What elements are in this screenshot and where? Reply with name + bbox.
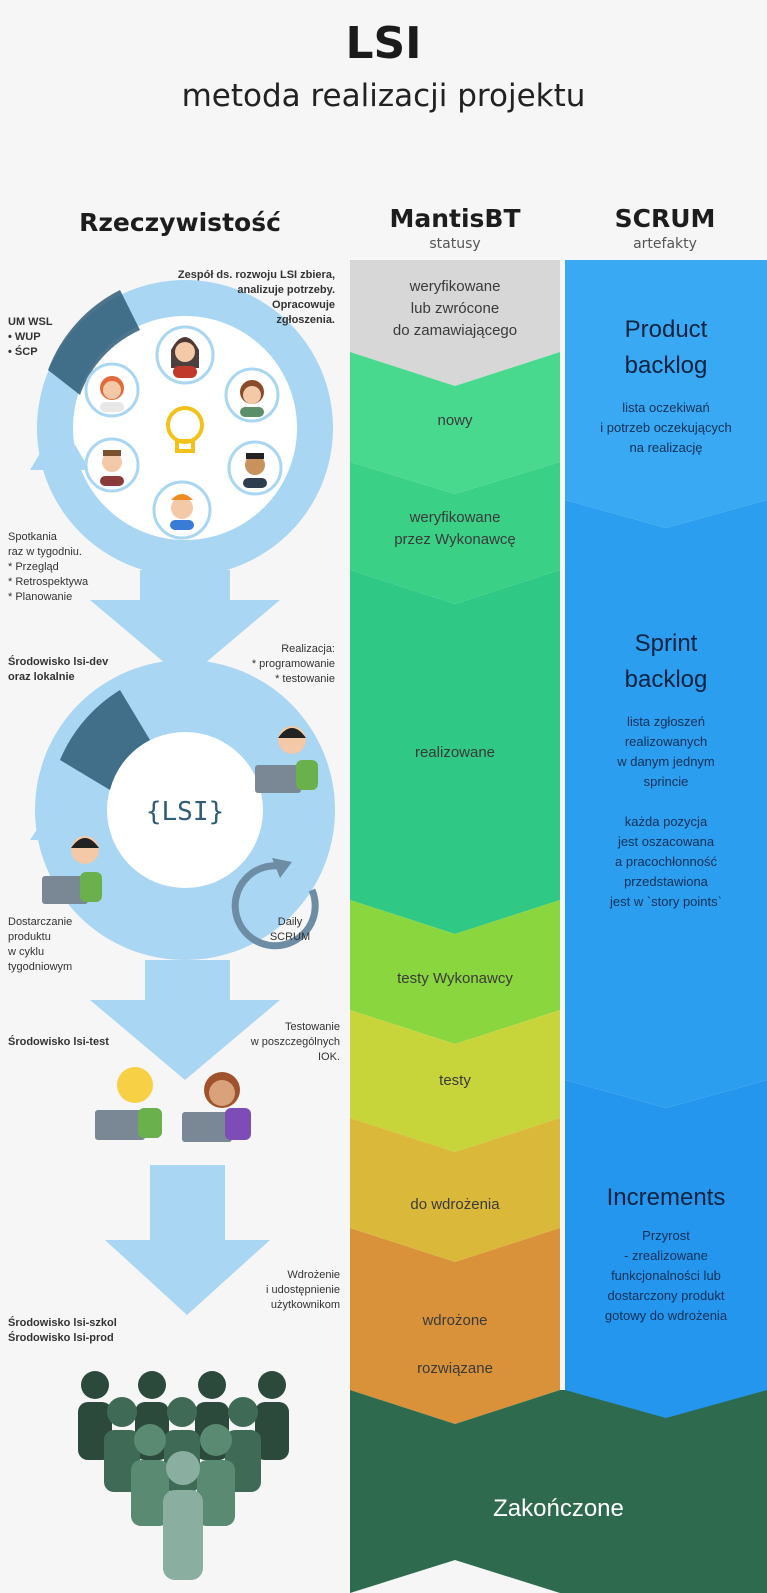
scrum-segment-product-backlog (565, 260, 767, 528)
flow-arrow-2 (90, 960, 280, 1080)
team-cycle (30, 280, 333, 576)
lightbulb-icon (166, 406, 204, 453)
note-prod-environment: Środowisko lsi-szkol Środowisko lsi-prod (8, 1317, 117, 1344)
page-subtitle: metoda realizacji projektu (181, 78, 586, 114)
column-title-mantis: MantisBT (389, 204, 521, 233)
status-label-contractor-tests: testy Wykonawcy (397, 970, 513, 987)
flow-arrow-3 (105, 1165, 270, 1315)
scrum-segment-increments (565, 1080, 767, 1418)
status-label-new: nowy (437, 412, 473, 429)
flow-arrow-1 (90, 570, 280, 680)
status-label-closed: Zakończone (493, 1495, 624, 1522)
status-label-to-deploy: do wdrożenia (410, 1196, 500, 1213)
scrum-segment-sprint-backlog (565, 500, 767, 1108)
developer-icon-left (42, 836, 102, 904)
note-meetings: Spotkania raz w tygodniu. * Przegląd * R… (8, 531, 89, 603)
users-crowd-icon (78, 1371, 289, 1580)
status-label-resolved: rozwiązane (417, 1360, 493, 1377)
status-segment-tests (350, 1010, 560, 1152)
scrum-text-increments: Przyrost - zrealizowane funkcjonalności … (604, 1228, 728, 1323)
note-clients: UM WSL • WUP • ŚCP (8, 316, 53, 358)
lsi-logo: {LSI} (146, 797, 224, 827)
column-subtitle-scrum: artefakty (633, 236, 697, 252)
note-dev-environment: Środowisko lsi-dev oraz lokalnie (8, 656, 109, 683)
scrum-text-sprint-backlog: lista zgłoszeń realizowanych w danym jed… (610, 714, 722, 909)
note-delivery: Dostarczanie produktu w cyklu tygodniowy… (8, 916, 73, 973)
tester-icons (95, 1067, 251, 1142)
status-segment-verified (350, 462, 560, 604)
status-segment-closed (350, 1390, 767, 1593)
mantis-status-column (350, 260, 767, 1593)
scrum-text-product-backlog: lista oczekiwań i potrzeb oczekujących n… (600, 400, 732, 455)
column-subtitle-mantis: statusy (429, 236, 481, 252)
note-team: Zespół ds. rozwoju LSI zbiera, analizuje… (177, 269, 335, 326)
column-title-scrum: SCRUM (614, 204, 716, 233)
status-segment-new (350, 352, 560, 494)
status-segment-to-deploy (350, 1118, 560, 1262)
note-realization: Realizacja: * programowanie * testowanie (251, 643, 335, 685)
status-segment-deployed (350, 1228, 560, 1424)
note-test-environment: Środowisko lsi-test (8, 1036, 109, 1048)
scrum-title-product-backlog: Product backlog (624, 316, 708, 379)
daily-scrum-loop-icon (231, 858, 319, 950)
status-label-deployed: wdrożone (422, 1312, 488, 1329)
scrum-artifact-column (565, 260, 767, 1418)
team-avatars (84, 325, 283, 540)
page-title: LSI (345, 18, 422, 69)
status-label-in-progress: realizowane (414, 744, 496, 761)
note-daily-scrum: Daily SCRUM (269, 916, 311, 943)
developer-icon-right (255, 726, 318, 793)
status-segment-returned (350, 260, 560, 386)
note-deployment: Wdrożenie i udostępnienie użytkownikom (265, 1269, 340, 1311)
status-segment-contractor-tests (350, 900, 560, 1044)
status-segment-in-progress (350, 570, 560, 934)
column-title-reality: Rzeczywistość (79, 208, 281, 237)
scrum-title-sprint-backlog: Sprint backlog (624, 630, 708, 693)
status-label-returned: weryfikowane lub zwrócone do zamawiające… (392, 278, 518, 339)
scrum-title-increments: Increments (606, 1184, 726, 1211)
development-cycle: {LSI} (30, 660, 335, 960)
status-label-verified: weryfikowane przez Wykonawcę (394, 509, 516, 548)
status-label-tests: testy (439, 1072, 471, 1089)
note-testing: Testowanie w poszczególnych IOK. (250, 1021, 340, 1063)
